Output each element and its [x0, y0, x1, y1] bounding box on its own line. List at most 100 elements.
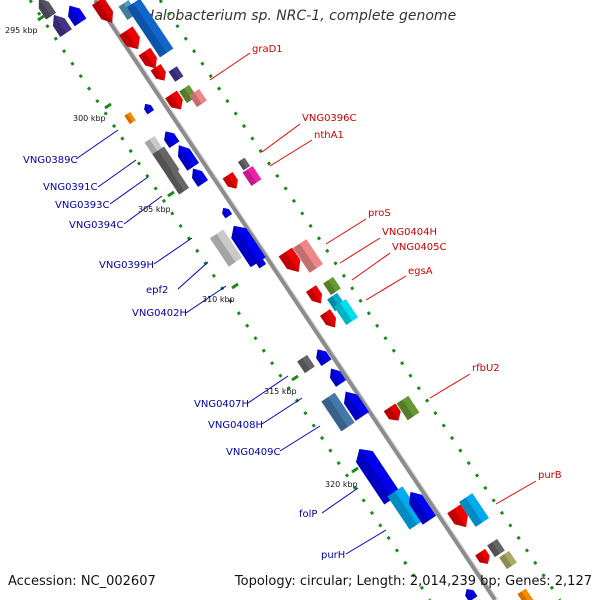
genome-axis-highlight	[97, 0, 499, 600]
gene-label-reverse[interactable]: VNG0391C	[43, 182, 98, 193]
gene-label-reverse[interactable]: VNG0393C	[55, 200, 110, 211]
gene-feature[interactable]	[320, 309, 340, 331]
gene-feature[interactable]	[124, 111, 136, 125]
gene-label-forward[interactable]: VNG0404H	[382, 227, 437, 238]
gene-label-forward[interactable]: nthA1	[314, 130, 344, 141]
gene-feature[interactable]	[209, 229, 243, 267]
gene-feature[interactable]	[161, 128, 180, 148]
dotted-track-inner	[28, 0, 432, 600]
kbp-ticks	[37, 14, 359, 474]
gene-feature[interactable]	[220, 206, 233, 219]
genome-title: Halobacterium sp. NRC-1, complete genome	[143, 8, 457, 24]
gene-feature[interactable]	[64, 2, 87, 27]
gene-feature[interactable]	[293, 239, 323, 273]
gene-feature[interactable]	[297, 354, 315, 374]
gene-label-reverse[interactable]: VNG0407H	[194, 399, 249, 410]
gene-label-reverse[interactable]: purH	[321, 550, 345, 561]
gene-feature[interactable]	[323, 276, 341, 296]
gene-feature[interactable]	[119, 26, 145, 53]
kbp-tick	[291, 374, 299, 382]
gene-feature[interactable]	[34, 0, 57, 20]
gene-feature[interactable]	[387, 486, 425, 530]
gene-feature[interactable]	[138, 47, 162, 72]
label-connector	[351, 252, 391, 281]
gene-feature[interactable]	[165, 90, 187, 114]
kbp-tick	[231, 282, 239, 290]
label-connector	[247, 375, 289, 404]
gene-feature[interactable]	[499, 550, 517, 570]
kbp-label: 295 kbp	[5, 26, 38, 35]
kbp-tick	[37, 14, 45, 22]
gene-feature[interactable]	[278, 247, 306, 277]
kbp-label: 305 kbp	[138, 205, 171, 214]
gene-feature[interactable]	[396, 395, 420, 421]
gene-feature[interactable]	[306, 285, 326, 307]
gene-feature[interactable]	[463, 586, 478, 600]
gene-feature[interactable]	[254, 256, 267, 269]
label-connector	[365, 275, 407, 301]
kbp-label: 310 kbp	[202, 295, 235, 304]
gene-label-reverse[interactable]: epf2	[146, 285, 168, 296]
gene-feature[interactable]	[173, 141, 200, 171]
label-connector	[153, 237, 193, 265]
gene-feature[interactable]	[91, 0, 118, 27]
label-connector	[261, 397, 303, 425]
gene-feature[interactable]	[152, 146, 180, 178]
label-connector	[261, 123, 301, 153]
gene-label-forward[interactable]: VNG0405C	[392, 242, 447, 253]
gene-label-forward[interactable]: purB	[538, 470, 562, 481]
gene-feature[interactable]	[237, 157, 251, 171]
gene-label-reverse[interactable]: VNG0399H	[99, 260, 154, 271]
kbp-tick	[351, 466, 359, 474]
gene-feature[interactable]	[447, 504, 473, 531]
label-connector	[185, 285, 227, 314]
label-connector	[123, 195, 163, 225]
gene-label-reverse[interactable]: VNG0409C	[226, 447, 281, 458]
gene-feature[interactable]	[168, 66, 184, 82]
gene-label-forward[interactable]: graD1	[252, 44, 283, 55]
gene-feature[interactable]	[48, 11, 72, 38]
gene-feature[interactable]	[517, 588, 535, 600]
gene-label-forward[interactable]: rfbU2	[472, 363, 500, 374]
gene-label-reverse[interactable]: VNG0402H	[132, 308, 187, 319]
label-connector	[209, 52, 251, 81]
gene-label-reverse[interactable]: VNG0408H	[208, 420, 263, 431]
gene-feature[interactable]	[313, 346, 332, 366]
label-connector	[269, 139, 313, 167]
gene-feature[interactable]	[226, 221, 266, 268]
label-connector	[325, 218, 367, 245]
gene-feature[interactable]	[383, 403, 405, 424]
label-connector	[429, 373, 471, 399]
gene-label-reverse[interactable]: VNG0394C	[69, 220, 124, 231]
gene-feature[interactable]	[334, 298, 358, 326]
gene-label-forward[interactable]: proS	[368, 208, 391, 219]
gene-feature[interactable]	[142, 102, 155, 115]
dotted-track-outer	[158, 0, 562, 600]
label-connector	[339, 237, 381, 264]
gene-feature[interactable]	[188, 165, 208, 187]
gene-feature[interactable]	[242, 166, 262, 186]
kbp-label: 300 kbp	[73, 114, 106, 123]
kbp-label: 315 kbp	[264, 387, 297, 396]
gene-feature[interactable]	[222, 172, 242, 192]
gene-feature[interactable]	[351, 443, 401, 505]
topology-text: Topology: circular; Length: 2,014,239 bp…	[234, 574, 592, 589]
gene-label-forward[interactable]: egsA	[408, 266, 433, 277]
gene-feature[interactable]	[475, 548, 493, 567]
gene-feature[interactable]	[189, 88, 207, 108]
gene-feature[interactable]	[459, 493, 489, 527]
gene-feature[interactable]	[126, 0, 174, 58]
gene-feature[interactable]	[166, 169, 190, 195]
gene-feature[interactable]	[339, 387, 369, 421]
gene-label-reverse[interactable]: folP	[299, 509, 317, 520]
gene-feature[interactable]	[487, 538, 505, 558]
gene-label-forward[interactable]: VNG0396C	[302, 113, 357, 124]
gene-feature[interactable]	[326, 365, 346, 387]
gene-feature[interactable]	[150, 64, 170, 84]
gene-feature[interactable]	[321, 392, 355, 432]
label-connector	[97, 159, 137, 188]
gene-label-reverse[interactable]: VNG0389C	[23, 155, 78, 166]
gene-features	[34, 0, 535, 600]
gene-feature[interactable]	[404, 487, 437, 525]
kbp-tick	[167, 190, 175, 198]
